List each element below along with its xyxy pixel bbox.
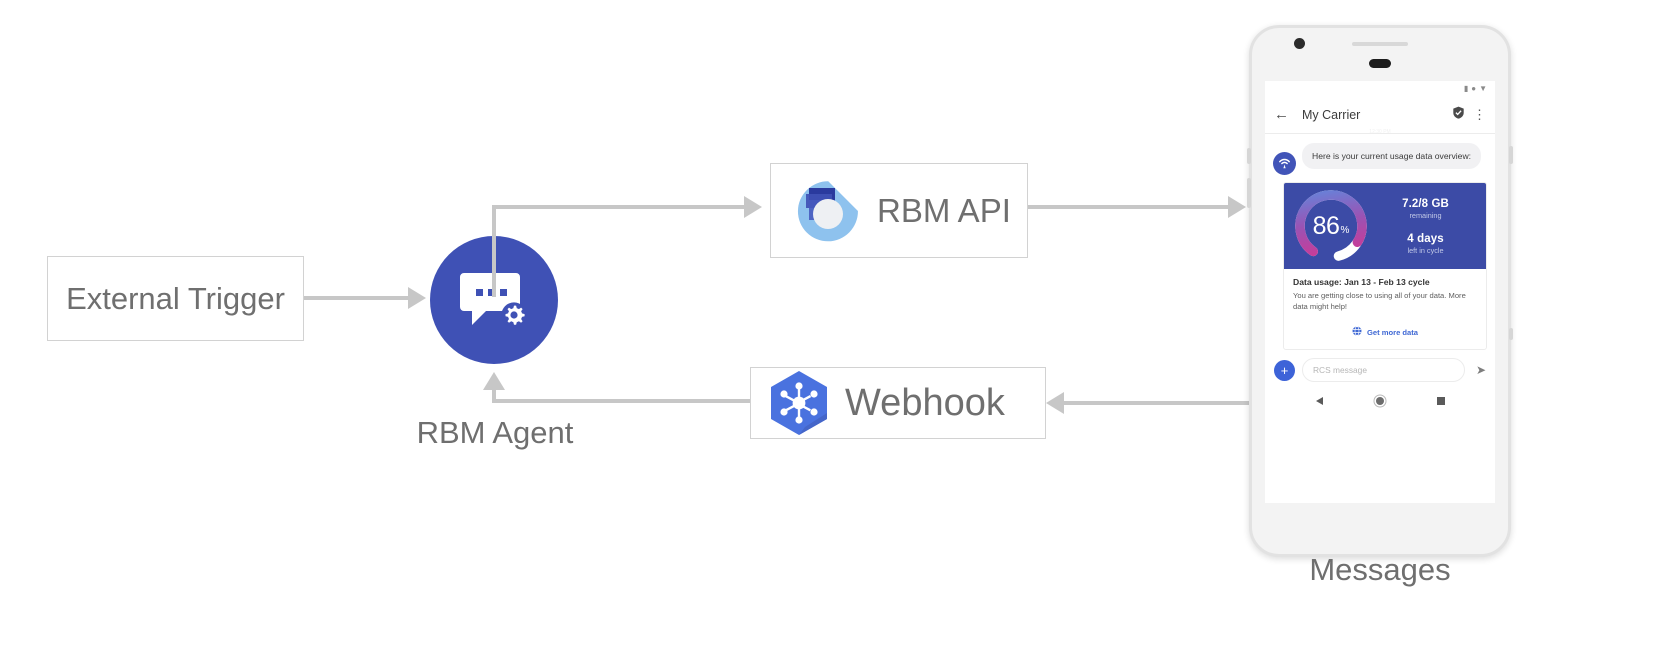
rcs-message-input[interactable]: RCS message [1302,358,1465,383]
get-more-data-label: Get more data [1366,327,1419,337]
signal-icon: ▮ [1463,83,1469,93]
get-more-data-button[interactable]: Get more data [1284,316,1486,349]
send-icon[interactable]: ➤ [1475,363,1486,378]
side-button-lower[interactable] [1509,328,1513,340]
incoming-message-row: Here is your current usage data overview… [1265,143,1495,175]
data-usage-gauge: 86 % [1290,185,1372,267]
side-button-upper[interactable] [1509,146,1513,164]
proximity-sensor [1369,59,1391,68]
wifi-icon: ● [1471,83,1477,93]
arrowhead-api-to-messages [1228,196,1246,218]
app-bar: ← My Carrier ⋮ 12:30 PM [1265,96,1495,135]
power-button[interactable] [1247,148,1251,164]
connector-agent-to-api-horizontal [492,205,744,209]
arrowhead-trigger-to-agent [408,287,426,309]
rich-card-hero: 86 % 7.2/8 GB remaining 4 days left in c… [1284,183,1486,269]
connector-messages-to-webhook [1064,401,1250,405]
webhook-hexagon-icon [771,371,827,435]
arrowhead-webhook-to-agent [483,372,505,390]
carrier-tower-icon [1279,158,1290,169]
rbm-api-icon [797,180,858,241]
verified-shield-icon[interactable] [1452,106,1465,124]
rbm-agent-label: RBM Agent [416,415,574,450]
external-trigger-label: External Trigger [66,280,285,316]
message-composer: + RCS message ➤ [1265,350,1495,390]
stat-days-left-caption: left in cycle [1407,245,1444,255]
volume-button[interactable] [1247,178,1251,208]
chat-gear-icon [460,273,527,328]
rich-card-body: Data usage: Jan 13 - Feb 13 cycle You ar… [1284,269,1486,316]
rich-card-description: You are getting close to using all of yo… [1293,291,1466,312]
front-camera-icon [1294,38,1305,49]
incoming-message-bubble: Here is your current usage data overview… [1302,143,1482,170]
connector-agent-to-api-vertical [492,205,496,297]
stat-data-remaining-caption: remaining [1409,210,1442,220]
avatar [1273,152,1296,175]
overflow-menu-icon[interactable]: ⋮ [1473,107,1486,122]
arrowhead-agent-to-api [744,196,762,218]
connector-webhook-to-agent-vertical [492,390,496,402]
stat-spacer [1375,220,1476,233]
earpiece-speaker [1352,42,1408,46]
gauge-value-group: 86 % [1290,185,1372,267]
stat-days-left-value: 4 days [1407,232,1444,245]
stat-data-remaining-value: 7.2/8 GB [1402,197,1449,210]
messages-label: Messages [1309,552,1451,587]
plus-icon[interactable]: + [1274,359,1295,381]
connector-webhook-to-agent-horizontal [492,399,750,403]
conversation-title: My Carrier [1302,107,1361,122]
battery-icon: ▼ [1479,83,1487,93]
phone-device: ▮ ● ▼ ← My Carrier ⋮ 12:30 PM [1247,25,1513,557]
status-bar: ▮ ● ▼ [1265,81,1495,96]
webhook-label: Webhook [845,381,1005,424]
rich-card[interactable]: 86 % 7.2/8 GB remaining 4 days left in c… [1283,182,1487,351]
back-arrow-icon[interactable]: ← [1274,106,1289,123]
message-timestamp: 12:30 PM [1369,129,1391,135]
connector-api-to-messages [1028,205,1228,209]
nav-home-icon[interactable] [1375,397,1384,406]
gauge-percent-unit: % [1340,224,1350,236]
phone-screen: ▮ ● ▼ ← My Carrier ⋮ 12:30 PM [1265,81,1495,503]
globe-icon [1352,323,1362,341]
node-webhook[interactable]: Webhook [750,367,1046,439]
nav-recents-icon[interactable] [1436,397,1445,406]
arrowhead-messages-to-webhook [1046,392,1064,414]
rcs-message-placeholder: RCS message [1313,365,1367,376]
connector-trigger-to-agent [304,296,408,300]
node-external-trigger[interactable]: External Trigger [47,256,304,341]
node-rbm-api[interactable]: RBM API [770,163,1028,258]
rbm-api-label: RBM API [877,191,1011,229]
conversation-thread: Here is your current usage data overview… [1265,134,1495,351]
android-nav-bar [1265,390,1495,415]
gauge-percent-value: 86 [1312,211,1340,240]
nav-back-icon[interactable] [1315,397,1323,406]
rich-card-title: Data usage: Jan 13 - Feb 13 cycle [1293,277,1430,287]
hero-stats: 7.2/8 GB remaining 4 days left in cycle [1372,198,1476,255]
